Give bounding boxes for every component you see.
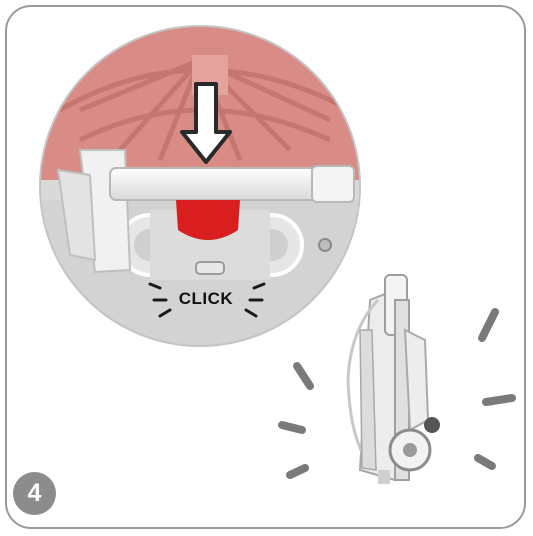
folded-stroller (348, 275, 440, 484)
red-latch (176, 200, 240, 240)
click-label: CLICK (170, 289, 242, 309)
step-number-badge: 4 (13, 472, 56, 515)
